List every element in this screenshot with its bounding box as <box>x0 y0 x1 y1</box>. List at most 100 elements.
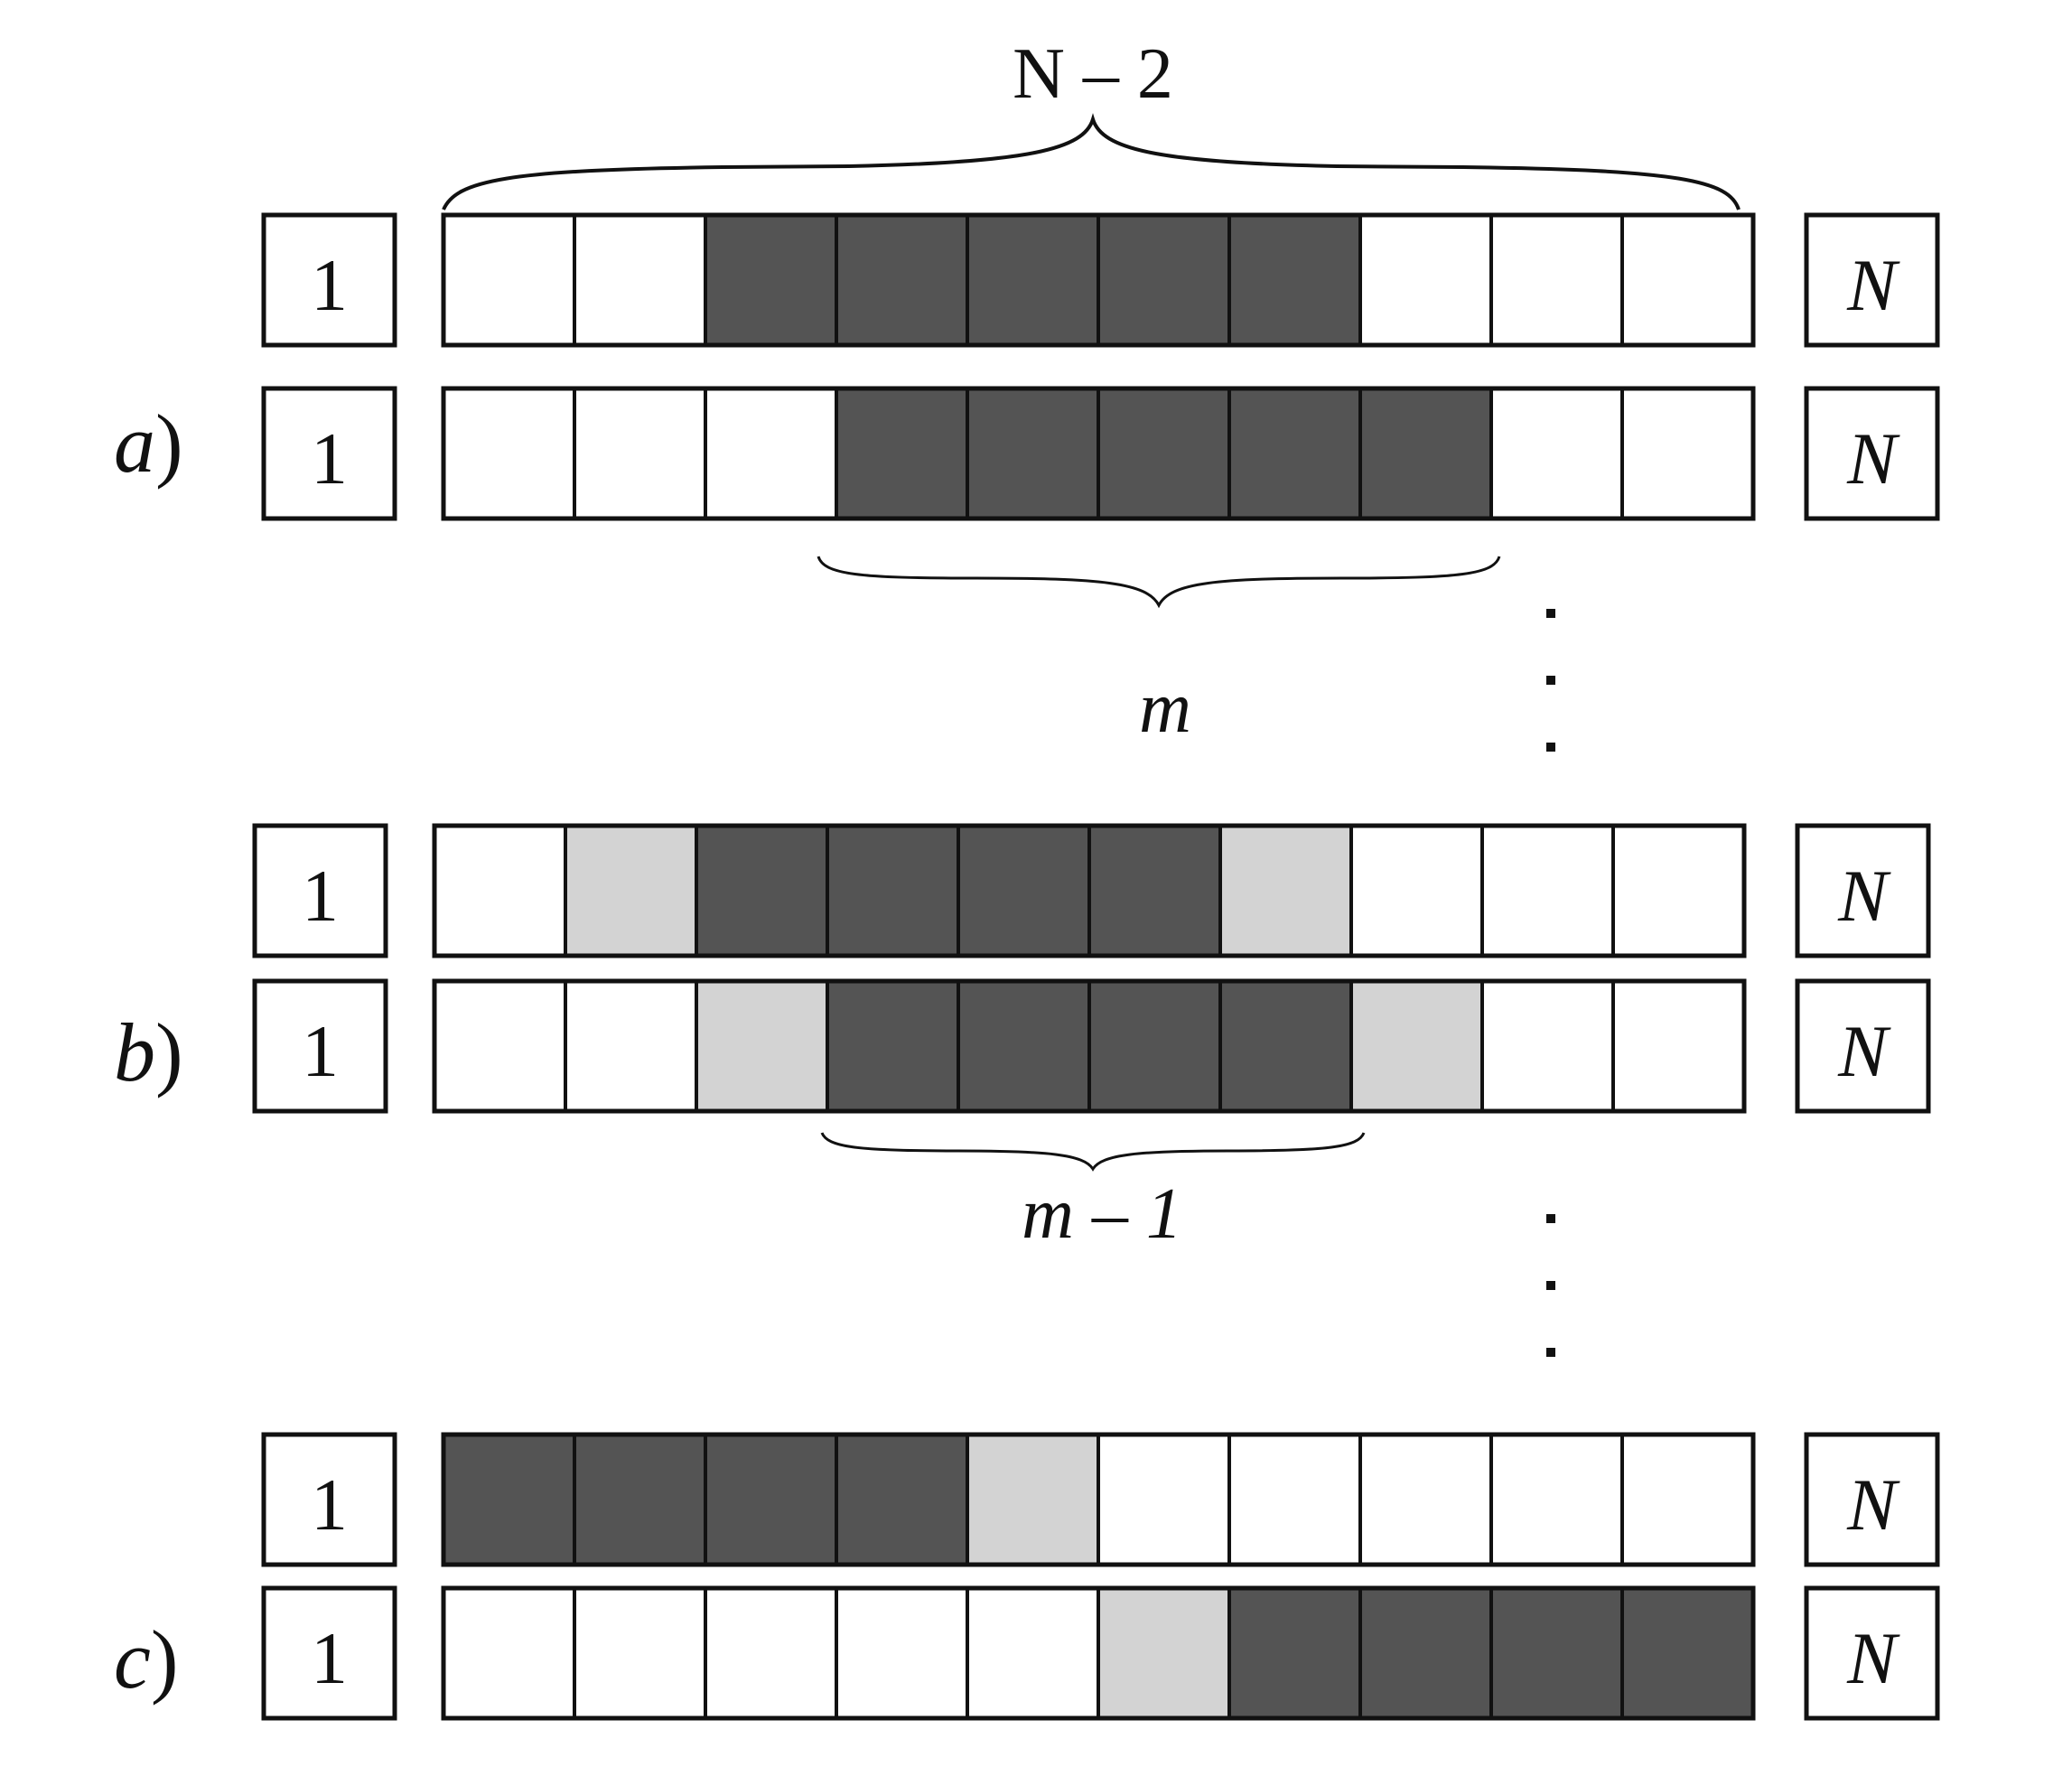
left-box-label: 1 <box>302 1010 339 1092</box>
cell-8-filled <box>1227 1586 1362 1720</box>
cell-7-filled <box>1087 979 1222 1113</box>
left-box-label: 1 <box>302 855 339 937</box>
cell-5-filled <box>835 1433 969 1566</box>
cell-4-empty <box>704 387 838 520</box>
cell-11-empty <box>1620 213 1755 347</box>
cell-10-empty <box>1489 1433 1624 1566</box>
left-box <box>261 212 397 348</box>
cell-4-filled <box>695 824 829 958</box>
right-box-label: N <box>1837 1010 1891 1092</box>
cell-5-filled <box>826 979 960 1113</box>
right-box <box>1795 978 1931 1114</box>
cell-9-filled <box>1358 387 1493 520</box>
left-box-label: 1 <box>311 417 348 500</box>
cell-2-empty <box>442 213 576 347</box>
cell-10-empty <box>1489 387 1624 520</box>
top-brace-label: N – 2 <box>1013 34 1173 114</box>
right-box-label: N <box>1837 855 1891 937</box>
cell-7-filled <box>1097 213 1231 347</box>
right-box-label: N <box>1846 1617 1900 1699</box>
brace-a <box>817 556 1501 609</box>
cell-2-empty <box>442 387 576 520</box>
cell-10-filled <box>1489 1586 1624 1720</box>
right-box-label: N <box>1846 1463 1900 1546</box>
cell-9-empty <box>1358 1433 1493 1566</box>
left-box <box>252 978 388 1114</box>
right-box-label: N <box>1846 417 1900 500</box>
cell-8-partial <box>1218 824 1353 958</box>
panel-label-b: b) <box>114 1006 183 1098</box>
cell-11-empty <box>1620 387 1755 520</box>
cell-8-filled <box>1227 213 1362 347</box>
cell-6-partial <box>966 1433 1100 1566</box>
cell-7-filled <box>1097 387 1231 520</box>
cell-3-empty <box>573 1586 707 1720</box>
cell-9-empty <box>1358 213 1493 347</box>
cell-6-filled <box>966 213 1100 347</box>
cell-3-empty <box>573 213 707 347</box>
cell-10-empty <box>1480 979 1615 1113</box>
left-box <box>261 1585 397 1721</box>
cell-9-empty <box>1349 824 1484 958</box>
ellipsis-2 <box>1546 1214 1555 1357</box>
cell-8-filled <box>1218 979 1353 1113</box>
strip-border <box>441 386 1756 521</box>
brace-b <box>820 1132 1366 1172</box>
cell-7-empty <box>1097 1433 1231 1566</box>
cell-3-empty <box>564 979 698 1113</box>
cell-8-empty <box>1227 1433 1362 1566</box>
left-box-label: 1 <box>311 1463 348 1546</box>
strip-border <box>441 1432 1756 1567</box>
right-box <box>1804 386 1940 521</box>
brace-b-label: m – 1 <box>1022 1174 1182 1254</box>
cell-7-filled <box>1087 824 1222 958</box>
cell-2-empty <box>433 979 567 1113</box>
cell-6-filled <box>966 387 1100 520</box>
cell-9-filled <box>1358 1586 1493 1720</box>
cell-2-empty <box>433 824 567 958</box>
cell-2-empty <box>442 1586 576 1720</box>
cell-11-empty <box>1611 824 1746 958</box>
cell-4-filled <box>704 1433 838 1566</box>
cell-3-filled <box>573 1433 707 1566</box>
left-box <box>261 386 397 521</box>
right-box-label: N <box>1846 244 1900 326</box>
cell-6-filled <box>957 824 1091 958</box>
strip-border <box>432 978 1747 1114</box>
ellipsis-1 <box>1546 609 1555 752</box>
left-box-label: 1 <box>311 244 348 326</box>
strip-border <box>432 823 1747 958</box>
left-box-label: 1 <box>311 1617 348 1699</box>
left-box <box>261 1432 397 1567</box>
cell-2-filled <box>442 1433 576 1566</box>
cell-6-empty <box>966 1586 1100 1720</box>
right-box <box>1795 823 1931 958</box>
cell-5-filled <box>835 387 969 520</box>
brace-a-label: m <box>1139 668 1191 748</box>
panel-label-a: a) <box>114 397 183 490</box>
cell-10-empty <box>1489 213 1624 347</box>
cell-4-partial <box>695 979 829 1113</box>
cell-5-empty <box>835 1586 969 1720</box>
left-box <box>252 823 388 958</box>
right-box <box>1804 1432 1940 1567</box>
panel-label-c: c) <box>114 1613 178 1706</box>
cell-10-empty <box>1480 824 1615 958</box>
cell-5-filled <box>835 213 969 347</box>
right-box <box>1804 1585 1940 1721</box>
cell-3-partial <box>564 824 698 958</box>
cell-4-empty <box>704 1586 838 1720</box>
cell-11-filled <box>1620 1586 1755 1720</box>
cell-3-empty <box>573 387 707 520</box>
cell-7-partial <box>1097 1586 1231 1720</box>
strip-border <box>441 1585 1756 1721</box>
cell-9-partial <box>1349 979 1484 1113</box>
